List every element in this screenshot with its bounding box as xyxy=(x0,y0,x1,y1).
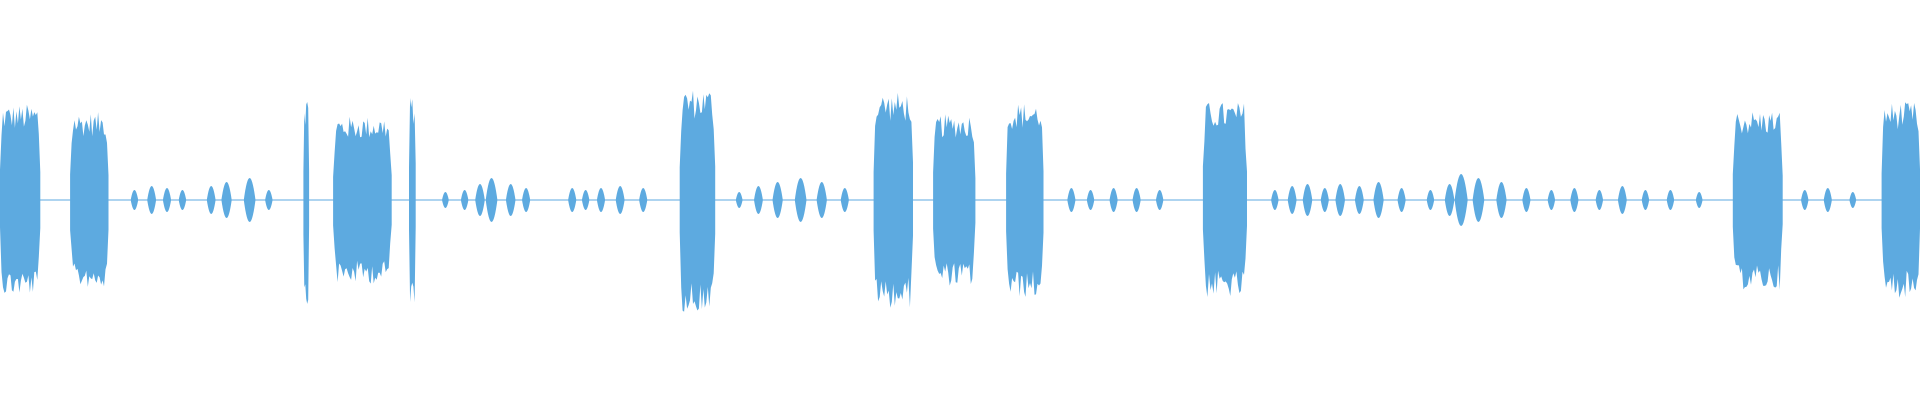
waveform-loud-segment xyxy=(1732,112,1783,290)
waveform-blip xyxy=(1444,184,1455,216)
waveform-blip xyxy=(147,186,157,214)
waveform-blip xyxy=(1522,188,1531,212)
waveform-blip xyxy=(1617,186,1627,214)
waveform-blip xyxy=(639,188,648,212)
waveform-blip xyxy=(522,188,531,212)
waveform-loud-segment xyxy=(873,92,913,308)
waveform-blip xyxy=(1547,190,1556,210)
waveform-blip xyxy=(243,178,256,222)
waveform-blip xyxy=(1849,192,1857,208)
waveform-loud-segment xyxy=(679,90,716,312)
waveform-blip xyxy=(1823,188,1832,212)
waveform-blip xyxy=(1109,188,1118,212)
waveform-loud-segment xyxy=(1202,103,1247,297)
waveform-blip xyxy=(816,182,827,218)
waveform-loud-segment xyxy=(333,116,392,284)
waveform-blip xyxy=(615,186,625,214)
waveform-blip xyxy=(1641,190,1650,210)
waveform-blip xyxy=(794,178,807,222)
waveform-blip xyxy=(1373,182,1384,218)
waveform-blip xyxy=(206,186,216,214)
waveform-loud-segment xyxy=(70,112,109,287)
waveform-blip xyxy=(1801,190,1809,210)
waveform-blip xyxy=(735,192,743,208)
waveform-blip xyxy=(1155,190,1164,210)
waveform-blip xyxy=(130,190,139,210)
waveform-blip xyxy=(460,190,469,210)
waveform-blip xyxy=(1287,186,1297,214)
waveform-blip xyxy=(754,186,763,214)
waveform-loud-segment xyxy=(0,104,41,293)
waveform-blip xyxy=(1302,184,1313,216)
waveform-blip xyxy=(1426,190,1435,210)
waveform-blip xyxy=(1454,174,1468,226)
waveform-blip xyxy=(568,188,577,212)
waveform-blip xyxy=(221,182,232,218)
waveform-blip xyxy=(840,188,849,212)
waveform-loud-segment xyxy=(1006,104,1044,297)
waveform-blip xyxy=(475,184,485,216)
waveform-loud-segment xyxy=(1881,102,1920,298)
waveform-blip xyxy=(1666,190,1675,210)
waveform-blip xyxy=(1695,192,1703,208)
waveform-blip xyxy=(265,190,273,210)
waveform-blip xyxy=(1335,184,1345,216)
waveform-blip xyxy=(772,182,783,218)
waveform-loud-segment xyxy=(409,98,416,303)
waveform-blip xyxy=(1496,182,1507,218)
waveform-blip xyxy=(1472,178,1485,222)
waveform-blip xyxy=(1354,186,1364,214)
waveform-blip xyxy=(162,188,172,212)
waveform-blip xyxy=(178,190,187,210)
waveform-loud-segments xyxy=(0,90,1920,312)
waveform-blip xyxy=(485,178,498,222)
waveform-blip xyxy=(442,192,449,208)
waveform-blip xyxy=(1086,190,1095,210)
waveform-loud-segment xyxy=(303,102,310,304)
waveform-loud-segment xyxy=(933,114,976,286)
waveform-blip xyxy=(1397,188,1406,212)
waveform-blip xyxy=(596,188,606,212)
waveform-blip xyxy=(1320,188,1329,212)
waveform-blip xyxy=(1570,188,1579,212)
waveform-quiet-blips xyxy=(130,174,1857,226)
waveform-blip xyxy=(1271,190,1279,210)
waveform-blip xyxy=(581,190,590,210)
waveform-blip xyxy=(1067,188,1076,212)
waveform-blip xyxy=(1595,190,1604,210)
waveform-blip xyxy=(505,184,516,216)
waveform-blip xyxy=(1132,188,1141,212)
